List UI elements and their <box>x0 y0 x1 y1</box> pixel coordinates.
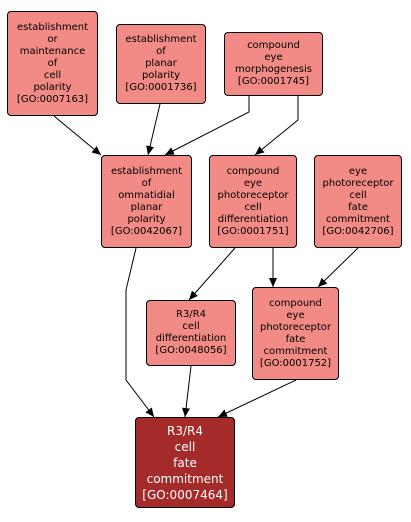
node-label-line: eye <box>286 309 305 321</box>
edge-go0042706-to-go0001752 <box>317 247 359 288</box>
node-label-line: eye <box>243 177 263 189</box>
node-label-line: maintenance <box>19 45 86 57</box>
node-label-line: [GO:0001736] <box>125 82 197 93</box>
node-label-line: commitment <box>263 345 328 357</box>
node-label-line: R3/R4 <box>176 309 206 320</box>
node-label-line: polarity <box>127 213 166 225</box>
node-label-line: [GO:0007464] <box>142 487 228 502</box>
node-label-line: commitment <box>326 213 390 225</box>
node-label-line: morphogenesis <box>235 64 312 75</box>
node-label-line: of <box>141 177 152 189</box>
edge-go0001736-to-go0042067 <box>146 103 161 156</box>
node-label-line: [GO:0042706] <box>322 225 394 237</box>
node-label-line: cell <box>43 69 62 81</box>
edge-go0048056-to-go0007464 <box>182 365 192 418</box>
node-label-line: [GO:0042067] <box>110 225 183 237</box>
node-label-line: photoreceptor <box>217 189 289 201</box>
node-label-line: [GO:0001751] <box>217 225 289 237</box>
node-label-line: [GO:0001745] <box>237 76 310 87</box>
node-label-line: establishment <box>16 21 88 33</box>
node-label-line: fate <box>173 455 197 470</box>
node-label-line: eye <box>264 52 283 63</box>
edge-go0001745-to-go0042067 <box>164 96 250 156</box>
node-label-line: cell <box>182 321 200 332</box>
node-label-line: or <box>47 33 58 45</box>
edge-go0001751-to-go0048056 <box>188 247 236 301</box>
node-label-line: compound <box>247 40 300 51</box>
edge-go0042067-to-go0007464 <box>125 247 155 418</box>
node-label-line: photoreceptor <box>322 177 394 189</box>
node-label-line: planar <box>145 58 177 69</box>
node-label-line: compound <box>269 297 322 309</box>
edge-go0001752-to-go0007464 <box>217 379 297 418</box>
edge-go0001745-to-go0001751 <box>254 96 299 156</box>
node-label-line: R3/R4 <box>166 423 203 438</box>
node-label-line: establishment <box>125 34 197 45</box>
node-label-line: differentiation <box>155 333 227 344</box>
node-label-line: commitment <box>146 471 224 486</box>
node-label-line: planar <box>130 201 163 213</box>
node-label-line: establishment <box>110 165 182 177</box>
node-label-line: fate <box>285 333 306 345</box>
node-label-line: cell <box>349 189 367 201</box>
node-label-line: polarity <box>141 70 181 81</box>
node-label-line: of <box>156 46 166 57</box>
node-label-line: polarity <box>33 81 72 93</box>
node-label-line: cell <box>174 439 196 454</box>
node-label-line: fate <box>348 201 368 213</box>
node-label-line: cell <box>244 201 262 213</box>
node-label-line: compound <box>226 165 280 177</box>
node-label-line: [GO:0048056] <box>155 345 227 356</box>
node-label-line: [GO:0007163] <box>16 93 89 105</box>
node-label-line: ommatidial <box>118 189 175 201</box>
node-label-line: differentiation <box>217 213 289 225</box>
node-label-line: photoreceptor <box>259 321 332 333</box>
node-label-line: eye <box>348 165 368 177</box>
node-label-line: of <box>47 57 58 69</box>
node-label-line: [GO:0001752] <box>259 357 332 369</box>
edge-go0007163-to-go0042067 <box>53 115 102 156</box>
